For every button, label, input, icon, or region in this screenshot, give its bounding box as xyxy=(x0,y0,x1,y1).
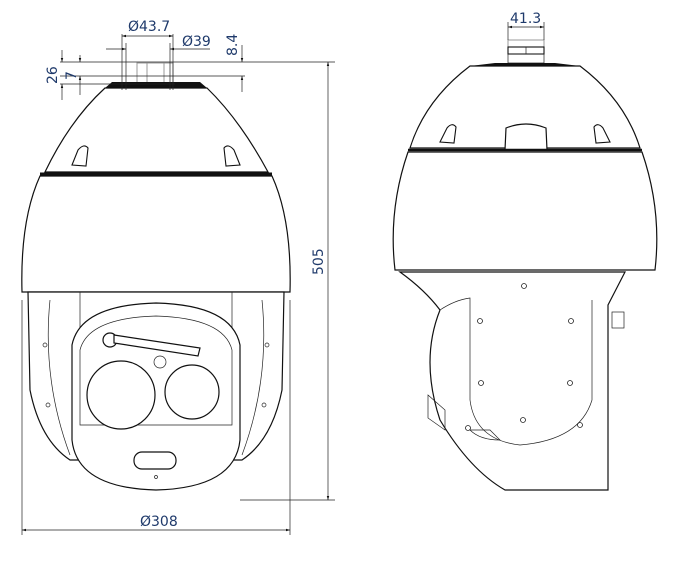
dome-body xyxy=(21,175,291,293)
side-dome-body xyxy=(392,151,658,271)
side-mount xyxy=(507,53,545,64)
screws xyxy=(465,283,583,431)
dome-top xyxy=(44,87,270,173)
side-lower-body xyxy=(398,271,626,491)
dim-side-mount-width: 41.3 xyxy=(510,11,541,27)
mount-bracket xyxy=(136,62,174,86)
wiper-arm xyxy=(113,334,201,357)
illuminator xyxy=(133,451,177,470)
side-view: 41.3 xyxy=(392,11,658,491)
dim-dome-diameter: Ø308 xyxy=(140,514,178,530)
dim-mount-outer-diameter: Ø43.7 xyxy=(128,19,170,35)
side-latch xyxy=(504,123,548,151)
dim-mount-total-height: 26 xyxy=(45,66,61,84)
dim-mount-top-height: 8.4 xyxy=(225,34,241,56)
thermal-lens xyxy=(164,364,220,420)
dim-mount-inner-diameter: Ø39 xyxy=(182,34,211,50)
side-dome-top xyxy=(409,65,641,149)
visible-lens xyxy=(86,360,156,430)
mount-base xyxy=(105,82,207,88)
front-view: Ø43.7 Ø39 8.4 26 7 505 Ø308 xyxy=(21,19,335,535)
dim-mount-step-height: 7 xyxy=(64,71,80,80)
dim-total-height: 505 xyxy=(311,248,327,275)
